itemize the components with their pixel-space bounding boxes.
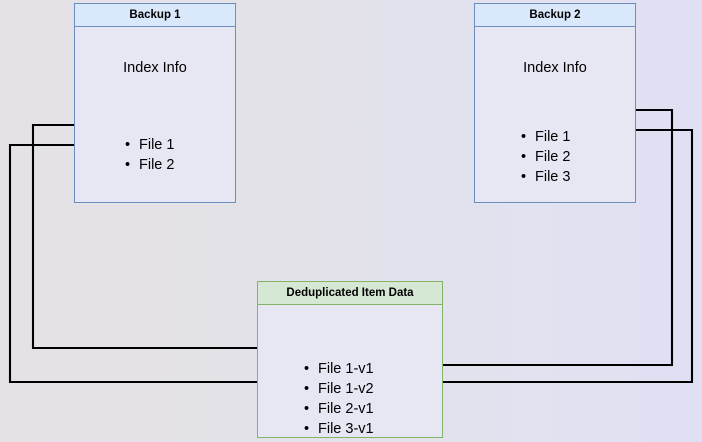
node-backup-2-title: Backup 2 [475, 4, 635, 27]
list-item: File 1-v1 [302, 359, 374, 379]
list-item: File 3-v1 [302, 419, 374, 439]
list-item: File 1 [123, 135, 174, 155]
list-item: File 2 [123, 155, 174, 175]
node-backup-2-body: Index Info File 1 File 2 File 3 [475, 27, 635, 202]
backup-2-index-info-label: Index Info [523, 60, 587, 76]
backup-2-file-list: File 1 File 2 File 3 [519, 127, 570, 187]
node-backup-1[interactable]: Backup 1 Index Info File 1 File 2 [74, 3, 236, 203]
backup-1-index-info-label: Index Info [123, 60, 187, 76]
node-deduplicated-item-data-body: File 1-v1 File 1-v2 File 2-v1 File 3-v1 [258, 305, 442, 439]
node-deduplicated-item-data[interactable]: Deduplicated Item Data File 1-v1 File 1-… [257, 281, 443, 439]
node-backup-1-title: Backup 1 [75, 4, 235, 27]
node-backup-2[interactable]: Backup 2 Index Info File 1 File 2 File 3 [474, 3, 636, 203]
list-item: File 2 [519, 147, 570, 167]
deduplicated-item-list: File 1-v1 File 1-v2 File 2-v1 File 3-v1 [302, 359, 374, 439]
node-deduplicated-item-data-title: Deduplicated Item Data [258, 282, 442, 305]
node-backup-1-body: Index Info File 1 File 2 [75, 27, 235, 202]
list-item: File 2-v1 [302, 399, 374, 419]
list-item: File 3 [519, 167, 570, 187]
list-item: File 1 [519, 127, 570, 147]
backup-1-file-list: File 1 File 2 [123, 135, 174, 175]
list-item: File 1-v2 [302, 379, 374, 399]
